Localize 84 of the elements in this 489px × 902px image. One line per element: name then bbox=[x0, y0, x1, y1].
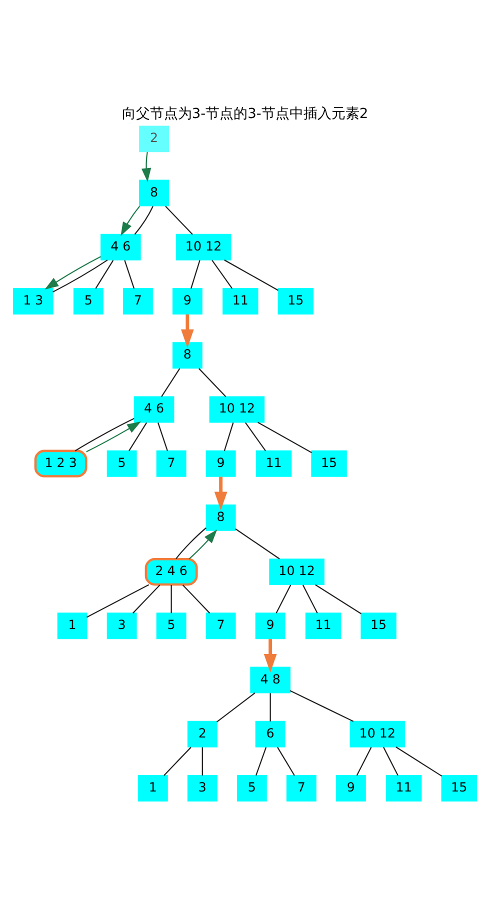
node-box: 3 bbox=[106, 612, 136, 639]
node-box: 6 bbox=[254, 720, 285, 747]
node-box: 11 bbox=[304, 612, 341, 639]
connector bbox=[128, 422, 147, 451]
connector bbox=[201, 746, 202, 775]
arrow bbox=[214, 476, 227, 510]
connector bbox=[157, 422, 168, 451]
connector bbox=[124, 260, 134, 288]
node-box: 5 bbox=[106, 450, 136, 476]
node-box: 9 bbox=[172, 288, 202, 314]
node-box: 11 bbox=[386, 774, 422, 801]
node-box: 7 bbox=[122, 288, 152, 314]
arrow bbox=[140, 152, 151, 182]
node-box: 5 bbox=[236, 774, 266, 801]
connector bbox=[134, 205, 153, 234]
connector bbox=[382, 746, 398, 776]
node-box: 2 bbox=[138, 125, 169, 152]
connector bbox=[175, 526, 206, 559]
connector bbox=[276, 746, 294, 776]
node-box: 9 bbox=[335, 774, 366, 801]
node-box: 1 bbox=[56, 612, 87, 639]
node-box: 8 bbox=[205, 504, 236, 530]
connector bbox=[269, 692, 270, 721]
node-box: 15 bbox=[360, 612, 396, 639]
node-box: 9 bbox=[254, 612, 285, 639]
node-box: 10 12 bbox=[349, 720, 405, 747]
node-box: 5 bbox=[72, 288, 103, 314]
connector bbox=[356, 746, 372, 776]
connector bbox=[190, 260, 200, 288]
connector bbox=[170, 584, 172, 613]
node-box: 8 bbox=[172, 342, 202, 368]
node-box: 10 12 bbox=[268, 558, 324, 585]
node-box: 7 bbox=[156, 450, 186, 476]
connector bbox=[160, 368, 180, 397]
node-box: 2 bbox=[186, 720, 217, 747]
connector bbox=[289, 690, 354, 722]
arrow bbox=[86, 420, 141, 452]
connector bbox=[52, 259, 108, 292]
node-box: 5 bbox=[156, 612, 186, 639]
node-box: 15 bbox=[277, 288, 313, 314]
arrow bbox=[44, 256, 100, 289]
connector bbox=[275, 584, 291, 613]
node-box: 4 6 bbox=[100, 233, 140, 260]
node-box: 4 8 bbox=[250, 666, 290, 693]
connector bbox=[257, 421, 312, 453]
diagram-title: 向父节点为3-节点的3-节点中插入元素2 bbox=[121, 105, 368, 122]
node-box: 11 bbox=[222, 288, 258, 314]
node-box: 9 bbox=[205, 450, 236, 476]
node-box: 1 2 3 bbox=[34, 449, 87, 477]
connector bbox=[254, 746, 266, 776]
node-box: 15 bbox=[310, 450, 346, 476]
connector bbox=[74, 417, 134, 451]
node-box: 7 bbox=[205, 612, 236, 639]
arrow bbox=[263, 638, 276, 672]
connector bbox=[198, 368, 226, 397]
node-box: 7 bbox=[286, 774, 316, 801]
connector bbox=[314, 584, 361, 614]
connector bbox=[395, 746, 442, 776]
connector bbox=[216, 692, 255, 722]
connector bbox=[302, 584, 318, 613]
arrow bbox=[180, 314, 194, 348]
connector bbox=[224, 259, 278, 290]
node-box: 1 3 bbox=[12, 288, 53, 314]
node-box: 1 bbox=[137, 774, 168, 801]
connector bbox=[164, 205, 192, 234]
connector bbox=[182, 584, 210, 614]
node-box: 11 bbox=[255, 450, 292, 476]
connector bbox=[86, 584, 149, 618]
node-box: 8 bbox=[138, 179, 169, 206]
node-box: 10 12 bbox=[175, 233, 231, 260]
connector bbox=[94, 260, 114, 288]
connector bbox=[234, 528, 280, 559]
node-box: 2 4 6 bbox=[144, 558, 198, 586]
node-box: 4 6 bbox=[133, 396, 174, 422]
connector bbox=[163, 746, 191, 776]
connector bbox=[211, 260, 232, 288]
node-box: 10 12 bbox=[208, 396, 264, 422]
connector bbox=[223, 422, 234, 451]
connector bbox=[132, 584, 160, 614]
arrow bbox=[120, 205, 140, 236]
node-box: 3 bbox=[186, 774, 217, 801]
connector bbox=[244, 422, 266, 451]
arrow bbox=[188, 529, 217, 559]
node-box: 15 bbox=[440, 774, 476, 801]
